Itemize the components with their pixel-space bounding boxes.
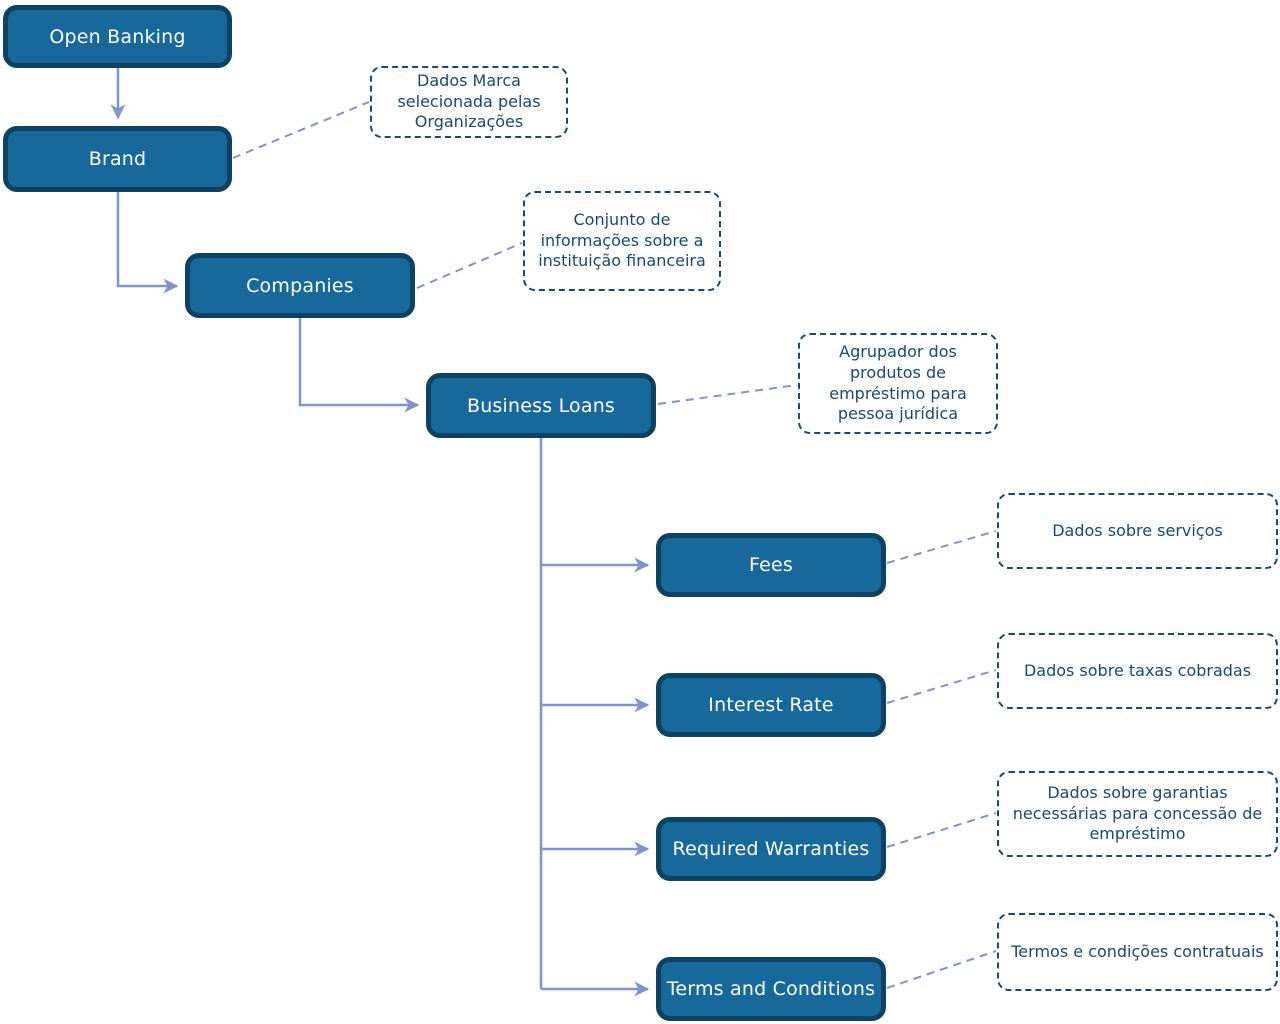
note-brand: Dados Marca selecionada pelas Organizaçõ… bbox=[370, 66, 568, 138]
note-terms-and-conditions: Termos e condições contratuais bbox=[997, 913, 1278, 991]
connector-companies-note bbox=[416, 242, 523, 289]
connector-interestrate-note bbox=[886, 669, 997, 704]
connector-businessloans-note bbox=[657, 384, 798, 405]
node-brand: Brand bbox=[3, 126, 232, 192]
node-business-loans: Business Loans bbox=[426, 373, 656, 438]
connector-requiredwarranties-note bbox=[886, 812, 997, 848]
node-required-warranties: Required Warranties bbox=[656, 817, 886, 881]
note-business-loans: Agrupador dos produtos de empréstimo par… bbox=[798, 333, 998, 434]
node-interest-rate: Interest Rate bbox=[656, 673, 886, 737]
note-interest-rate: Dados sobre taxas cobradas bbox=[997, 633, 1278, 709]
node-companies: Companies bbox=[185, 253, 415, 318]
note-required-warranties: Dados sobre garantias necessárias para c… bbox=[997, 771, 1278, 857]
note-companies: Conjunto de informações sobre a institui… bbox=[523, 191, 721, 291]
node-fees: Fees bbox=[656, 533, 886, 597]
node-terms-and-conditions: Terms and Conditions bbox=[656, 957, 886, 1021]
connector-termsandconditions-note bbox=[886, 950, 997, 989]
note-fees: Dados sobre serviços bbox=[997, 493, 1278, 569]
connector-brand-note bbox=[232, 101, 370, 159]
node-open-banking: Open Banking bbox=[3, 5, 232, 68]
connector-fees-note bbox=[886, 530, 997, 564]
connector-companies-businessloans bbox=[298, 318, 420, 413]
connector-brand-companies bbox=[116, 192, 179, 294]
